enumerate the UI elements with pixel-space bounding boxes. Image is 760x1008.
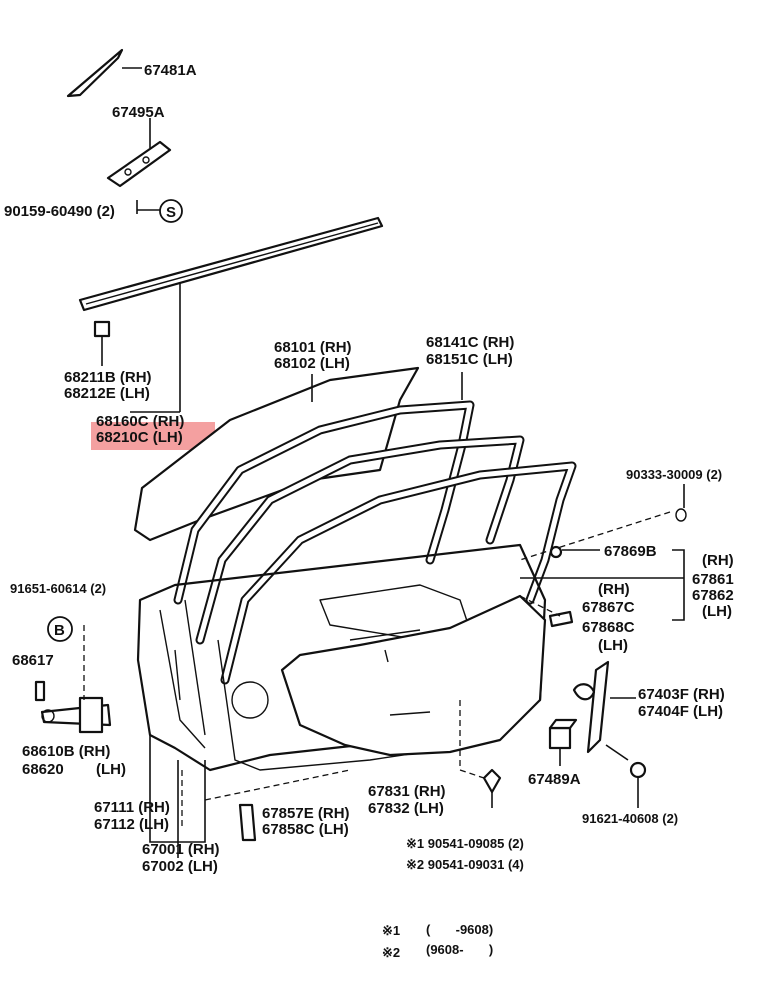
hinge-drawing [34, 680, 112, 734]
leader-67001 [177, 760, 206, 858]
label-68617: 68617 [12, 652, 54, 669]
label-n2-line: ※2 90541-09031 (4) [406, 857, 524, 872]
label-67403F: 67403F (RH) [638, 686, 725, 703]
label-67861: 67861 [692, 571, 734, 588]
label-91651: 91651-60614 (2) [10, 581, 106, 596]
label-68101: 68101 (RH) [274, 339, 352, 356]
label-90333: 90333-30009 (2) [626, 467, 722, 482]
label-s-circle: S [166, 204, 176, 221]
label-68211B: 68211B (RH) [64, 369, 152, 386]
label-68151C: 68151C (LH) [426, 351, 513, 368]
label-67495A: 67495A [112, 104, 165, 121]
label-68212E: 68212E (LH) [64, 385, 150, 402]
part-67857E-drawing [238, 803, 257, 842]
label-68102: 68102 (LH) [274, 355, 350, 372]
weatherstrip-68141C-drawing [173, 372, 475, 605]
label-n1-line: ※1 90541-09085 (2) [406, 836, 524, 851]
label-note2-mark: ※2 [382, 945, 400, 960]
label-68210C: 68210C (LH) [96, 429, 183, 446]
label-67111: 67111 (RH) [94, 799, 170, 816]
leader-67111 [149, 735, 178, 843]
label-note2-text: (9608- ) [426, 942, 493, 957]
label-lh-3: (LH) [96, 761, 126, 778]
label-68620: 68620 [22, 761, 64, 778]
stopper-drawing [519, 545, 685, 628]
label-rh-1: (RH) [702, 552, 734, 569]
label-68141C: 68141C (RH) [426, 334, 514, 351]
leader-dash-2 [204, 769, 351, 801]
label-67481A: 67481A [144, 62, 197, 79]
label-67857E: 67857E (RH) [262, 805, 350, 822]
label-67001: 67001 (RH) [142, 841, 220, 858]
label-note1-mark: ※1 [382, 923, 400, 938]
label-67831: 67831 (RH) [368, 783, 446, 800]
label-90159: 90159-60490 (2) [4, 203, 115, 220]
label-68610B: 68610B (RH) [22, 743, 110, 760]
screw-s-symbol [159, 199, 183, 223]
part-67495A-drawing [106, 118, 172, 214]
label-b-circle: B [54, 622, 65, 639]
label-67868C: 67868C [582, 619, 635, 636]
door-trim-drawing [280, 594, 547, 757]
grommet-90333-drawing [519, 484, 687, 561]
label-67112: 67112 (LH) [94, 816, 169, 833]
label-91621: 91621-40608 (2) [582, 811, 678, 826]
label-67489A: 67489A [528, 771, 581, 788]
label-67867C: 67867C [582, 599, 635, 616]
label-67869B: 67869B [604, 543, 657, 560]
highlight-box [91, 422, 215, 450]
trim-clip-drawing [459, 700, 502, 808]
label-lh-2: (LH) [598, 637, 628, 654]
label-67862: 67862 [692, 587, 734, 604]
part-67481A-drawing [66, 48, 142, 98]
label-note1-text: ( -9608) [426, 922, 493, 937]
label-67858C: 67858C (LH) [262, 821, 349, 838]
label-rh-2: (RH) [598, 581, 630, 598]
label-68160C: 68160C (RH) [96, 413, 184, 430]
belt-molding-drawing [78, 216, 384, 413]
label-67404F: 67404F (LH) [638, 703, 723, 720]
label-67832: 67832 (LH) [368, 800, 444, 817]
label-67002: 67002 (LH) [142, 858, 218, 875]
label-lh-1: (LH) [702, 603, 732, 620]
regulator-drawing [548, 660, 647, 808]
clip-68211B-drawing [93, 320, 111, 366]
b-symbol [47, 616, 73, 642]
